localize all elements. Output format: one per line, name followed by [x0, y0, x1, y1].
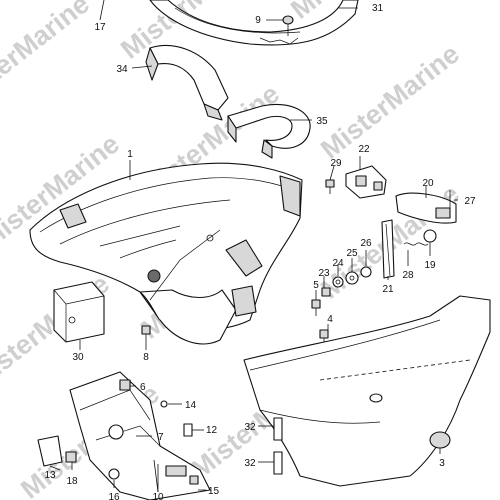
- callout-32-upper: 32: [244, 422, 256, 433]
- callout-23: 23: [318, 268, 330, 279]
- callout-35: 35: [316, 116, 328, 127]
- callout-18: 18: [66, 476, 78, 487]
- part-29-screw: [325, 179, 335, 194]
- callout-26: 26: [360, 238, 372, 249]
- parts-5-4-screws: [311, 299, 329, 346]
- callout-28: 28: [402, 270, 414, 281]
- callout-14: 14: [185, 400, 197, 411]
- part-35-seal: [227, 103, 311, 159]
- callout-27: 27: [464, 196, 476, 207]
- part-14-screw: [160, 400, 168, 408]
- part-28-spring: [403, 242, 429, 246]
- callout-7: 7: [158, 432, 164, 443]
- callout-4: 4: [327, 314, 333, 325]
- part-34-seal: [145, 44, 229, 121]
- part-18-nut: [65, 451, 77, 463]
- callout-20: 20: [422, 178, 434, 189]
- watermark: MisterMarine: [285, 0, 435, 25]
- callout-22: 22: [358, 144, 370, 155]
- callout-15: 15: [208, 486, 220, 497]
- callout-21: 21: [382, 284, 394, 295]
- watermark: MisterMarine: [315, 39, 465, 165]
- callout-32-lower: 32: [244, 458, 256, 469]
- part-8-screw: [141, 325, 151, 346]
- callout-9: 9: [255, 15, 261, 26]
- callout-12: 12: [206, 425, 218, 436]
- callout-13: 13: [44, 470, 56, 481]
- callout-17: 17: [94, 22, 106, 33]
- watermark: MisterMarine: [0, 0, 95, 115]
- callout-8: 8: [143, 352, 149, 363]
- callout-24: 24: [332, 258, 344, 269]
- callout-29: 29: [330, 158, 342, 169]
- part-30-pad: [53, 281, 105, 343]
- callout-19: 19: [424, 260, 436, 271]
- part-31-top-cowl-seal: [149, 0, 359, 46]
- part-22-bracket: [345, 165, 387, 199]
- callout-16: 16: [108, 492, 120, 500]
- part-6-grommet: [119, 379, 131, 391]
- part-16-nut: [108, 468, 120, 480]
- part-1-cowl-frame: [29, 162, 303, 345]
- part-15-screw: [189, 475, 199, 485]
- callout-34: 34: [116, 64, 128, 75]
- part-20-lock-link: [395, 192, 457, 224]
- part-32-strip-b: [273, 451, 283, 475]
- part-12-spacer: [183, 423, 193, 437]
- parts-washers: [321, 266, 372, 297]
- part-3-lower-cowl: [243, 295, 491, 487]
- part-19-bushing: [423, 229, 437, 243]
- part-10-bolt: [153, 459, 159, 493]
- leader-lines: [49, 0, 458, 492]
- callout-5: 5: [313, 280, 319, 291]
- callout-30: 30: [72, 352, 84, 363]
- callout-labels: 17 31 9 34 35 1 22 29 20 27 26 25 24 23 …: [44, 3, 476, 500]
- callout-31: 31: [372, 3, 384, 14]
- part-21-lever: [381, 219, 395, 279]
- callout-10: 10: [152, 492, 164, 500]
- callout-1: 1: [127, 149, 133, 160]
- callout-25: 25: [346, 248, 358, 259]
- part-32-strip-a: [273, 417, 283, 441]
- callout-3: 3: [439, 458, 445, 469]
- part-13-bracket: [37, 435, 63, 467]
- callout-6: 6: [140, 382, 146, 393]
